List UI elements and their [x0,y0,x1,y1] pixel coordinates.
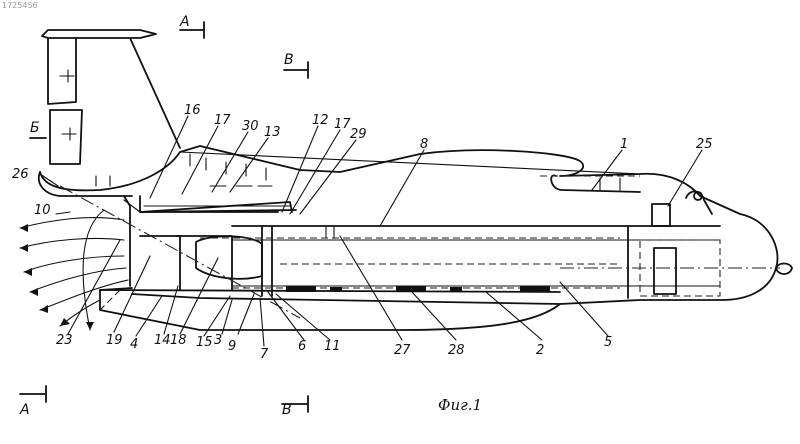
label-10: 10 [34,203,51,218]
label-6: 6 [298,339,306,354]
label-12: 12 [312,113,329,128]
label-3: 3 [214,333,222,348]
fuselage-outline [39,146,778,330]
label-23: 23 [56,333,73,348]
label-17a: 17 [214,113,231,128]
label-14: 14 [154,333,171,348]
label-7: 7 [260,347,269,362]
valve-27 [318,226,340,238]
figure-caption: Фиг.1 [438,396,482,414]
reference-numerals: 16 17 30 13 12 17 29 8 1 25 26 10 23 19 … [12,103,713,362]
section-mark-b-top: B [284,52,294,68]
label-18: 18 [170,333,187,348]
label-27: 27 [394,343,411,358]
section-mark-a-top: A [179,14,190,30]
label-15: 15 [196,335,213,350]
leader-lines [40,116,702,346]
tail-fin [42,30,180,164]
label-16: 16 [184,103,201,118]
label-30: 30 [242,119,259,134]
label-11: 11 [324,339,341,354]
internal-structure [60,186,780,318]
label-28: 28 [448,343,465,358]
label-4: 4 [130,337,138,352]
label-17b: 17 [334,117,351,132]
section-mark-a-bottom: A [19,402,30,418]
label-2: 2 [536,343,544,358]
label-29: 29 [350,127,367,142]
document-stamp: 1725456 [2,1,38,10]
label-13: 13 [264,125,281,140]
label-8: 8 [420,137,428,152]
label-26: 26 [12,167,29,182]
label-19: 19 [106,333,123,348]
label-25: 25 [696,137,713,152]
label-9: 9 [228,339,236,354]
nose-cap [776,264,792,275]
label-1: 1 [620,137,628,152]
label-5: 5 [604,335,612,350]
section-mark-b-side: Б [30,120,40,136]
